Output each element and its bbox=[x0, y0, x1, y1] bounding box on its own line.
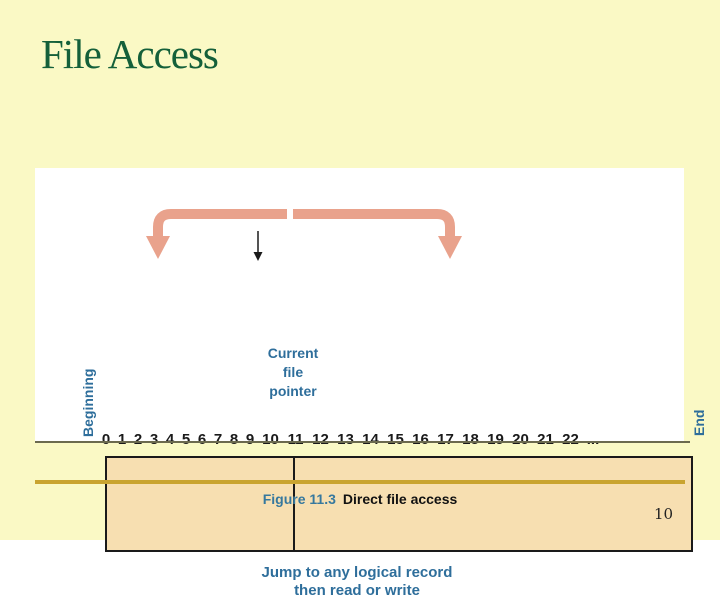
index-number: 6 bbox=[197, 431, 207, 448]
figure-caption: Figure 11.3 Direct file access bbox=[0, 491, 720, 507]
index-number: 2 bbox=[133, 431, 143, 448]
index-number: 21 bbox=[537, 431, 554, 448]
index-number: 22 bbox=[562, 431, 579, 448]
index-number: 20 bbox=[512, 431, 529, 448]
index-number: 18 bbox=[462, 431, 479, 448]
current-pointer-arrow bbox=[253, 231, 263, 261]
jump-arrows-graphic bbox=[146, 209, 462, 261]
record-divider bbox=[293, 458, 295, 550]
index-number: 1 bbox=[117, 431, 127, 448]
index-number: 4 bbox=[165, 431, 175, 448]
figure-caption-label: Figure 11.3 bbox=[262, 491, 336, 507]
end-label: End bbox=[691, 409, 707, 437]
index-number: 16 bbox=[412, 431, 429, 448]
index-number: ... bbox=[586, 431, 600, 448]
page-number: 10 bbox=[654, 505, 674, 523]
index-number: 3 bbox=[149, 431, 159, 448]
index-number: 7 bbox=[213, 431, 223, 448]
figure-caption-title: Direct file access bbox=[342, 491, 458, 507]
index-number: 11 bbox=[287, 431, 304, 448]
figure-bottom-rule bbox=[35, 441, 690, 443]
index-number: 15 bbox=[387, 431, 404, 448]
page-title: File Access bbox=[41, 31, 219, 77]
current-file-pointer-label: Current file pointer bbox=[267, 345, 319, 399]
jump-caption: Jump to any logical record then read or … bbox=[261, 564, 453, 599]
index-number: 14 bbox=[362, 431, 379, 448]
left-jump-arrow bbox=[146, 209, 287, 259]
index-number: 9 bbox=[245, 431, 255, 448]
index-number: 17 bbox=[437, 431, 454, 448]
right-jump-arrow bbox=[293, 209, 462, 259]
beginning-label: Beginning bbox=[80, 368, 96, 438]
index-number: 10 bbox=[262, 431, 279, 448]
index-number: 0 bbox=[101, 431, 111, 448]
index-number: 12 bbox=[312, 431, 329, 448]
footer-gold-rule bbox=[35, 480, 685, 484]
index-number: 5 bbox=[181, 431, 191, 448]
index-number: 8 bbox=[229, 431, 239, 448]
index-number: 19 bbox=[487, 431, 504, 448]
index-number: 13 bbox=[337, 431, 354, 448]
